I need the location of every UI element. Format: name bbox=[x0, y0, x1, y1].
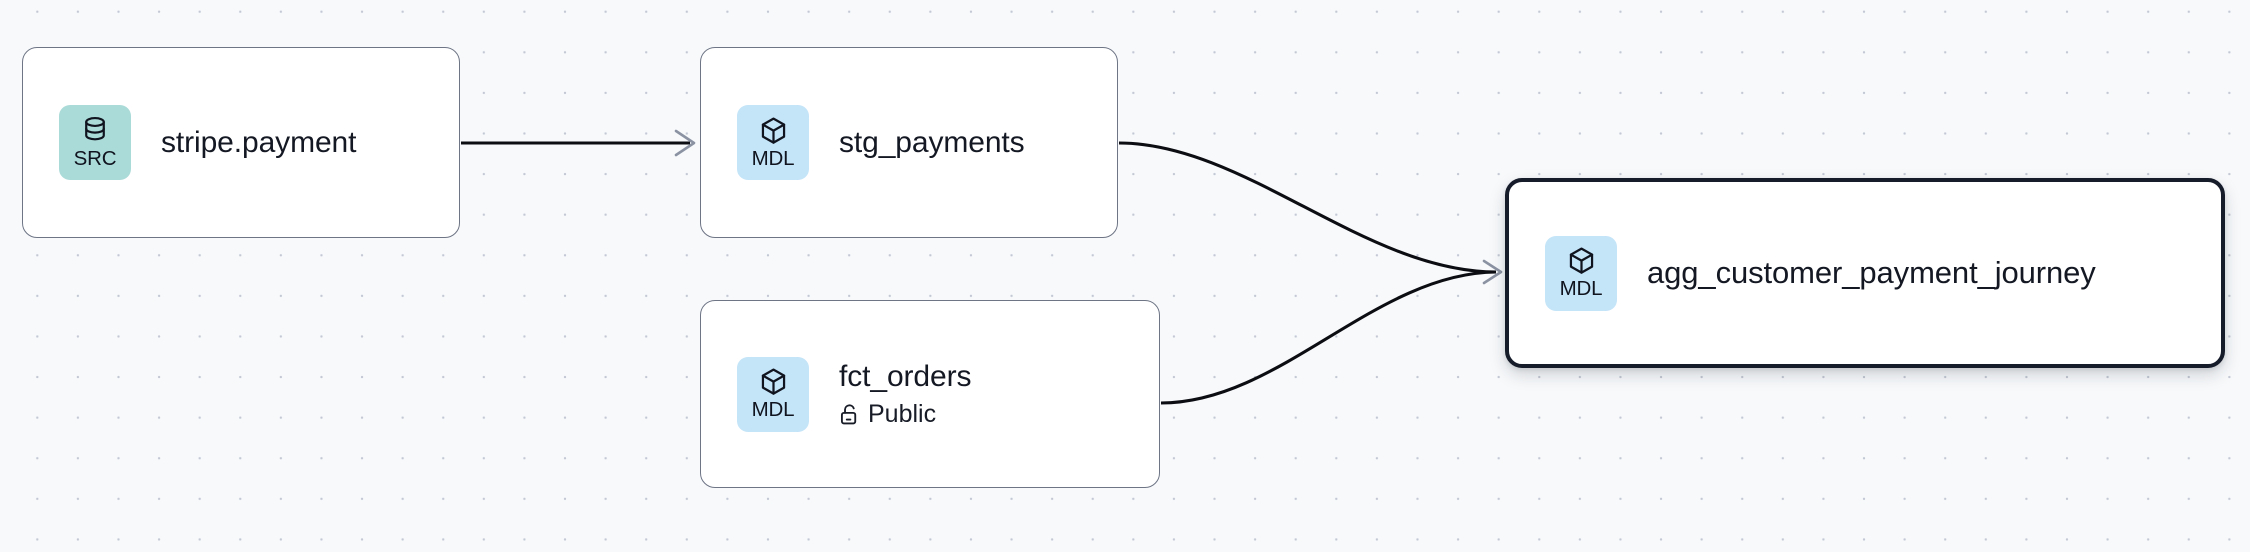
badge-kind-label: MDL bbox=[751, 146, 795, 170]
edge-stripe-payment-to-stg-payments bbox=[461, 129, 696, 157]
edge-stg-payments-to-agg-customer bbox=[1118, 141, 1497, 274]
node-text-block: fct_orders Public bbox=[839, 359, 971, 428]
badge-kind-label: MDL bbox=[751, 398, 795, 422]
unlock-icon bbox=[839, 403, 860, 426]
graph-node-stripe-payment[interactable]: SRC stripe.payment bbox=[22, 47, 460, 238]
node-title: stripe.payment bbox=[161, 125, 357, 159]
cube-icon bbox=[759, 116, 788, 146]
node-visibility-label: Public bbox=[868, 399, 937, 428]
node-title: agg_customer_payment_journey bbox=[1647, 254, 2096, 290]
node-type-badge-src: SRC bbox=[59, 105, 131, 180]
node-text-block: stripe.payment bbox=[161, 125, 356, 160]
edge-fct-orders-to-agg-customer bbox=[1160, 270, 1497, 405]
database-icon bbox=[81, 116, 109, 146]
cube-icon bbox=[1567, 246, 1596, 276]
graph-node-agg-customer-payment-journey[interactable]: MDL agg_customer_payment_journey bbox=[1505, 178, 2225, 368]
graph-node-fct-orders[interactable]: MDL fct_orders Public bbox=[700, 300, 1160, 488]
node-title: fct_orders bbox=[839, 360, 972, 394]
node-text-block: stg_payments bbox=[839, 125, 1025, 160]
node-type-badge-mdl: MDL bbox=[1545, 235, 1617, 311]
badge-kind-label: MDL bbox=[1559, 277, 1603, 301]
cube-icon bbox=[759, 367, 788, 397]
node-title: stg_payments bbox=[839, 125, 1025, 159]
node-type-badge-mdl: MDL bbox=[737, 105, 809, 180]
node-text-block: agg_customer_payment_journey bbox=[1647, 255, 2096, 292]
node-type-badge-mdl: MDL bbox=[737, 356, 809, 432]
node-visibility: Public bbox=[839, 400, 971, 429]
graph-node-stg-payments[interactable]: MDL stg_payments bbox=[700, 47, 1118, 238]
arrowhead-icon bbox=[1482, 259, 1503, 285]
badge-kind-label: SRC bbox=[73, 146, 117, 170]
arrowhead-icon bbox=[674, 129, 696, 157]
